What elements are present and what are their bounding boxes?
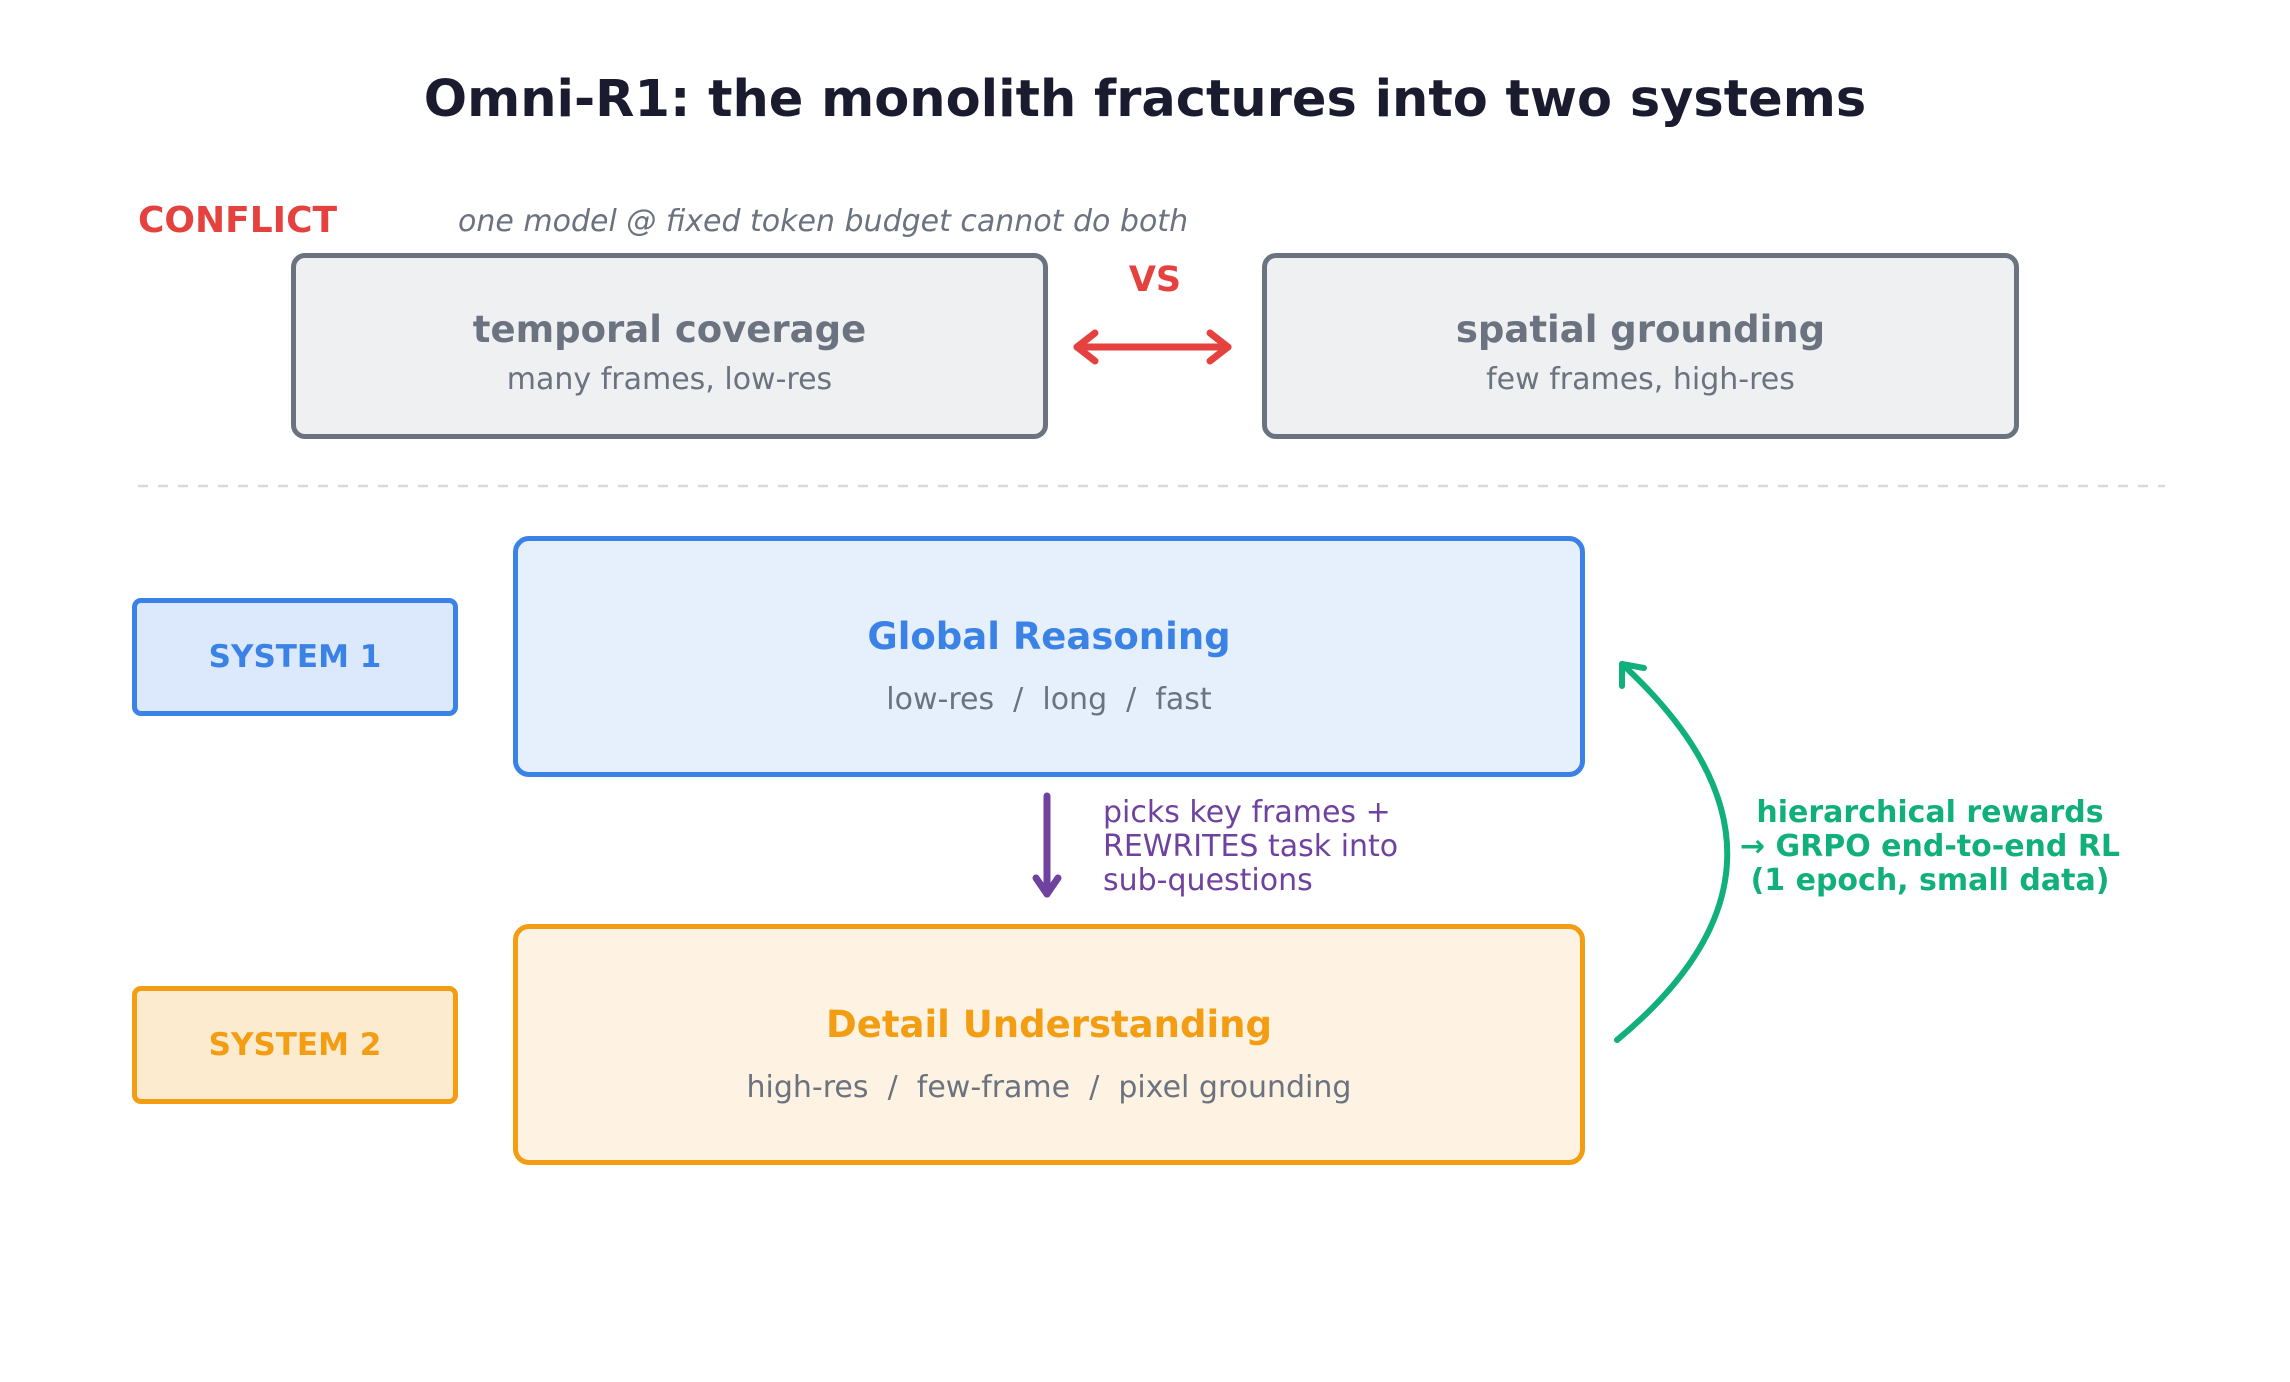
temporal-coverage-box: temporal coverage many frames, low-res bbox=[291, 253, 1048, 439]
feedback-note: hierarchical rewards → GRPO end-to-end R… bbox=[1720, 796, 2140, 898]
detail-understanding-title: Detail Understanding bbox=[826, 1003, 1272, 1046]
spatial-grounding-box: spatial grounding few frames, high-res bbox=[1262, 253, 2019, 439]
feedback-arrow bbox=[1614, 661, 1731, 1043]
feedback-line: (1 epoch, small data) bbox=[1750, 863, 2110, 898]
handoff-arrow bbox=[1032, 792, 1062, 898]
conflict-label: CONFLICT bbox=[138, 200, 338, 241]
handoff-note: picks key frames + REWRITES task into su… bbox=[1103, 796, 1398, 898]
conflict-double-arrow bbox=[1073, 329, 1232, 365]
global-reasoning-title: Global Reasoning bbox=[867, 615, 1231, 658]
system-2-tag: SYSTEM 2 bbox=[132, 986, 458, 1104]
conflict-note: one model @ fixed token budget cannot do… bbox=[458, 204, 1189, 239]
feedback-line: hierarchical rewards bbox=[1756, 795, 2104, 830]
handoff-line: sub-questions bbox=[1103, 863, 1313, 898]
feedback-line: → GRPO end-to-end RL bbox=[1739, 829, 2121, 864]
spatial-grounding-title: spatial grounding bbox=[1455, 308, 1826, 351]
system-1-tag: SYSTEM 1 bbox=[132, 598, 458, 716]
spatial-grounding-subtitle: few frames, high-res bbox=[1486, 362, 1795, 397]
diagram-title: Omni-R1: the monolith fractures into two… bbox=[423, 70, 1867, 129]
global-reasoning-box: Global Reasoning low-res / long / fast bbox=[513, 536, 1585, 777]
detail-understanding-subtitle: high-res / few-frame / pixel grounding bbox=[746, 1070, 1352, 1105]
temporal-coverage-subtitle: many frames, low-res bbox=[506, 362, 833, 397]
temporal-coverage-title: temporal coverage bbox=[472, 308, 867, 351]
handoff-line: picks key frames + bbox=[1103, 795, 1391, 830]
global-reasoning-subtitle: low-res / long / fast bbox=[886, 682, 1212, 717]
handoff-line: REWRITES task into bbox=[1103, 829, 1399, 864]
vs-label: VS bbox=[1128, 260, 1182, 300]
detail-understanding-box: Detail Understanding high-res / few-fram… bbox=[513, 924, 1585, 1165]
